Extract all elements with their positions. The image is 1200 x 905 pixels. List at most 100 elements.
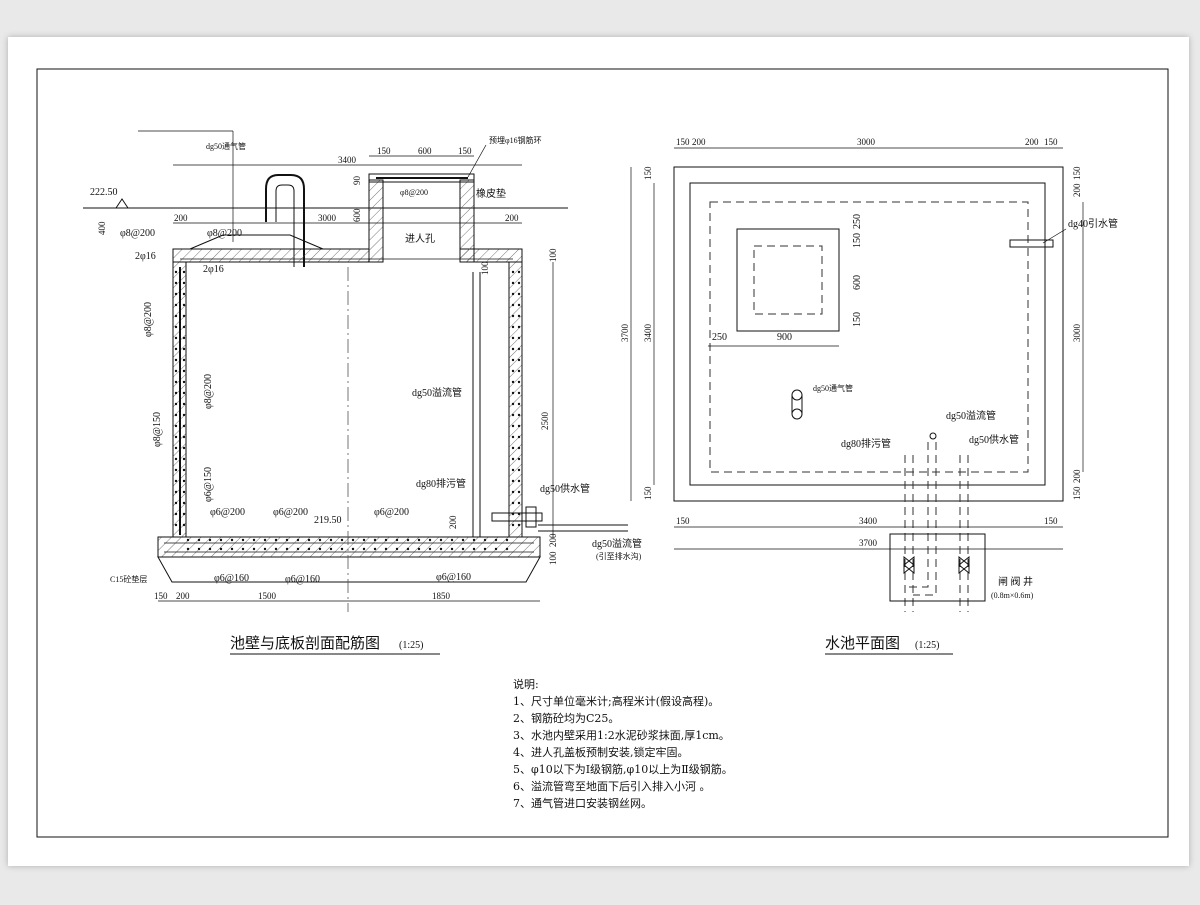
svg-text:250: 250 xyxy=(852,214,863,229)
svg-text:600: 600 xyxy=(418,146,432,156)
inlet-pipe xyxy=(1009,239,1054,248)
elev-bottom: 219.50 xyxy=(314,515,342,526)
rebar-dot xyxy=(182,402,186,406)
rebar-dot xyxy=(174,391,178,395)
label-top-rebar: φ8@200 xyxy=(207,228,242,239)
rebar-dot xyxy=(494,547,498,551)
rebar-dot xyxy=(208,547,212,551)
svg-text:600: 600 xyxy=(352,208,362,222)
rebar-dot xyxy=(511,380,515,384)
rebar-dot xyxy=(174,314,178,318)
rebar-dot xyxy=(182,413,186,417)
rebar-dot xyxy=(174,413,178,417)
rebar-dot xyxy=(182,270,186,274)
rebar-dot xyxy=(511,413,515,417)
svg-text:150: 150 xyxy=(1072,166,1082,180)
rebar-dot xyxy=(252,547,256,551)
rebar-dot xyxy=(174,325,178,329)
label-vent: dg50通气管 xyxy=(206,141,246,151)
rebar-dot xyxy=(274,538,278,542)
rebar-dot xyxy=(174,281,178,285)
label-ring: 预埋φ16钢筋环 xyxy=(489,135,542,145)
rebar-dot xyxy=(517,292,521,296)
rebar-dot xyxy=(517,391,521,395)
rebar-dot xyxy=(511,292,515,296)
svg-text:200: 200 xyxy=(176,591,190,601)
note-item: 1、尺寸单位毫米计;高程米计(假设高程)。 xyxy=(513,694,719,708)
rebar-dot xyxy=(182,281,186,285)
svg-text:150: 150 xyxy=(1044,516,1058,526)
tank-inner xyxy=(689,182,1046,486)
label-plan-supply: dg50供水管 xyxy=(969,433,1019,446)
rebar-dot xyxy=(182,380,186,384)
rebar-dot xyxy=(517,523,521,527)
svg-text:200: 200 xyxy=(1072,469,1082,483)
valve-icon xyxy=(903,555,915,575)
rebar-dot xyxy=(439,538,443,542)
rebar-dot xyxy=(274,547,278,551)
rebar-dot xyxy=(182,479,186,483)
svg-text:150: 150 xyxy=(643,166,653,180)
svg-text:200: 200 xyxy=(505,213,519,223)
svg-text:150: 150 xyxy=(377,146,391,156)
rebar-dot xyxy=(318,538,322,542)
rebar-dot xyxy=(362,538,366,542)
rebar-dot xyxy=(384,547,388,551)
bottom-slab xyxy=(157,536,541,558)
rebar-dot xyxy=(197,538,201,542)
rebar-dot xyxy=(307,547,311,551)
label-rebar8: φ8@200 xyxy=(400,188,428,197)
rebar-dot xyxy=(395,547,399,551)
rebar-dot xyxy=(511,424,515,428)
plan-scale: (1:25) xyxy=(915,640,939,651)
drawing-sheet: 222.50 dg50通气管 进人孔 橡皮垫 预埋φ16钢筋环 φ8@200 C… xyxy=(8,37,1189,866)
rebar-dot xyxy=(511,303,515,307)
rebar-dot xyxy=(511,325,515,329)
rebar-dot xyxy=(197,547,201,551)
label-bot2: φ6@160 xyxy=(285,574,320,585)
label-plan-drain: dg80排污管 xyxy=(841,437,891,450)
svg-text:150: 150 xyxy=(852,312,863,327)
rebar-dot xyxy=(494,538,498,542)
svg-text:200: 200 xyxy=(1025,137,1039,147)
rebar-dot xyxy=(241,538,245,542)
section-scale: (1:25) xyxy=(399,640,423,651)
rebar-dot xyxy=(384,538,388,542)
rebar-dot xyxy=(285,547,289,551)
rebar-dot xyxy=(511,391,515,395)
vent-pipe xyxy=(265,174,305,267)
svg-text:200: 200 xyxy=(692,137,706,147)
rebar-dot xyxy=(511,336,515,340)
rebar-dot xyxy=(517,490,521,494)
rebar-dot xyxy=(174,523,178,527)
rebar-dot xyxy=(417,538,421,542)
svg-text:150: 150 xyxy=(154,591,168,601)
plan-dim-3000: 3000 xyxy=(857,137,876,147)
svg-text:150: 150 xyxy=(458,146,472,156)
rebar-dot xyxy=(517,468,521,472)
rebar-dot xyxy=(252,538,256,542)
rebar-dot xyxy=(395,538,399,542)
rebar-dot xyxy=(511,457,515,461)
rebar-dot xyxy=(174,336,178,340)
rebar-dot xyxy=(428,538,432,542)
label-wall150: φ8@150 xyxy=(152,412,163,447)
label-wall-in: φ8@200 xyxy=(203,374,214,409)
rebar-dot xyxy=(241,547,245,551)
rebar-dot xyxy=(373,538,377,542)
notes-block: 说明: 1、尺寸单位毫米计;高程米计(假设高程)。 2、钢筋砼均为C25。 3、… xyxy=(513,677,733,810)
rebar-dot xyxy=(318,547,322,551)
rebar-dot xyxy=(263,538,267,542)
label-slab3: φ6@200 xyxy=(374,507,409,518)
svg-text:150: 150 xyxy=(643,486,653,500)
svg-text:600: 600 xyxy=(852,275,863,290)
vent-icon xyxy=(791,389,803,401)
rebar-dot xyxy=(517,281,521,285)
rebar-dot xyxy=(182,391,186,395)
rebar-dot xyxy=(208,538,212,542)
manhole-wall-right xyxy=(459,179,475,263)
rebar-dot xyxy=(517,336,521,340)
notes-heading: 说明: xyxy=(513,677,539,691)
rebar-dot xyxy=(182,358,186,362)
rebar-dot xyxy=(450,538,454,542)
